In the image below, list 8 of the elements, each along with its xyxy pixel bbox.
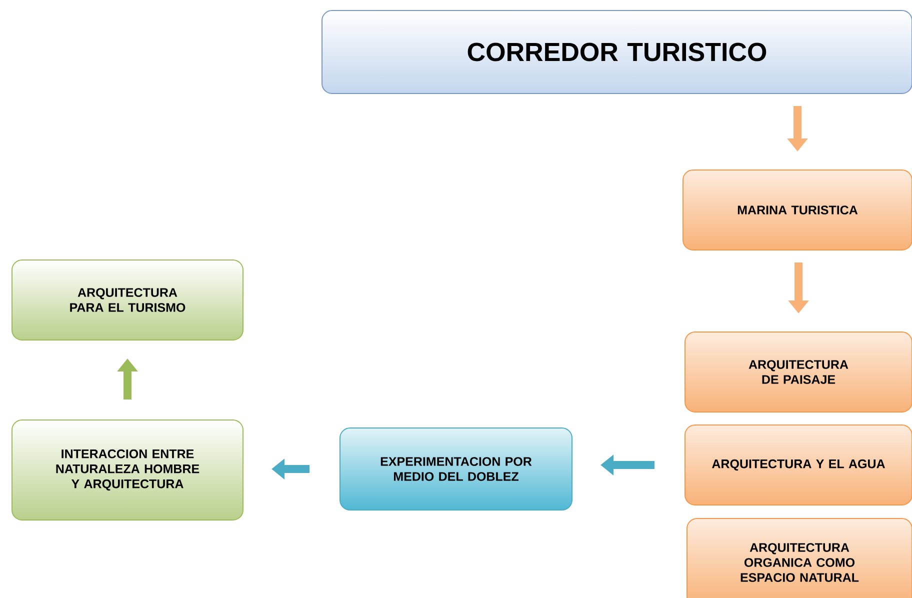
process-box: MARINA TURISTICA [682, 170, 912, 250]
process-box: INTERACCION ENTRE NATURALEZA HOMBRE Y ARQUITECTURA [12, 420, 244, 520]
process-box: ARQUITECTURA DE PAISAJE [684, 332, 912, 412]
process-box: ARQUITECTURA ORGANICA COMO ESPACIO NATURAL [686, 518, 912, 598]
title-box: CORREDOR TURISTICO [322, 10, 912, 94]
process-box: ARQUITECTURA PARA EL TURISMO [12, 260, 244, 340]
process-box: ARQUITECTURA Y EL AGUA [684, 424, 912, 506]
process-box: EXPERIMENTACION POR MEDIO DEL DOBLEZ [340, 428, 572, 510]
